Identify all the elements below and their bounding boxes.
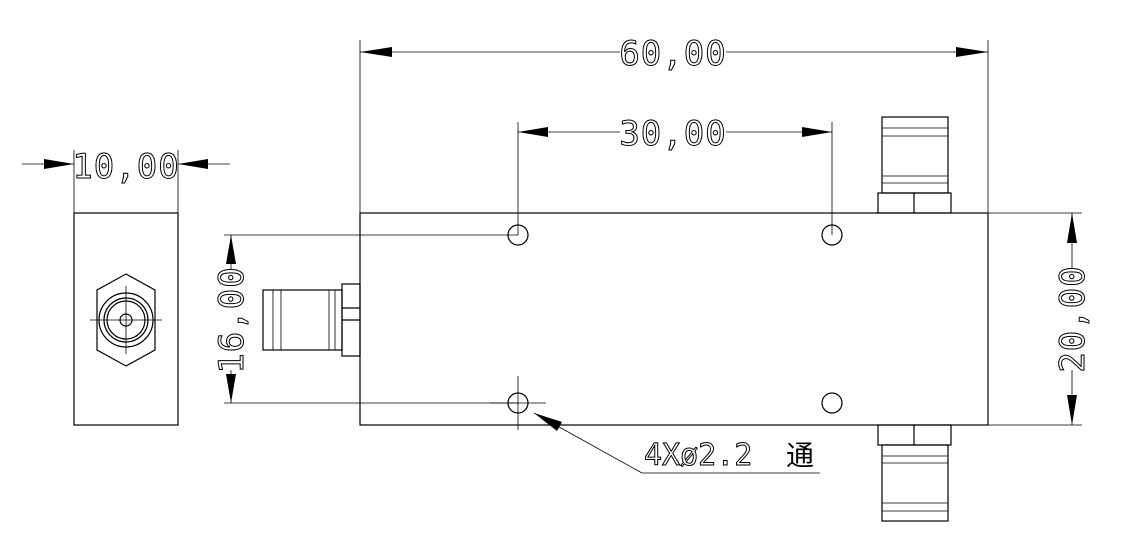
hole-callout-suffix: 通: [786, 439, 814, 472]
connector-face-icon: [90, 273, 162, 367]
side-view-body: [73, 212, 179, 426]
dim-overall-length: 60,00: [359, 34, 989, 213]
dim-body-height: 20,00: [988, 212, 1094, 426]
dim-hole-spacing: 30,00: [517, 114, 833, 235]
hole-callout-label: 4Xø2.2: [644, 438, 752, 473]
left-connector-icon: [262, 283, 361, 357]
side-view: [73, 212, 179, 426]
main-body: [359, 212, 989, 426]
hole-callout: 4Xø2.2 通: [533, 412, 820, 474]
dim-label-body-height: 20,00: [1053, 265, 1093, 372]
dim-label-side-width: 10,00: [72, 147, 179, 187]
bottom-connector-icon: [877, 424, 952, 522]
dim-width-side: 10,00: [22, 147, 230, 213]
top-connector-icon: [877, 116, 952, 214]
dim-hole-vertical: 16,00: [212, 234, 518, 404]
mounting-hole-bottom-right: [821, 392, 843, 414]
front-view: [262, 116, 989, 522]
dim-label-hole-spacing: 30,00: [619, 114, 726, 154]
dim-label-overall-length: 60,00: [619, 34, 726, 74]
dim-label-hole-vertical: 16,00: [212, 266, 252, 373]
